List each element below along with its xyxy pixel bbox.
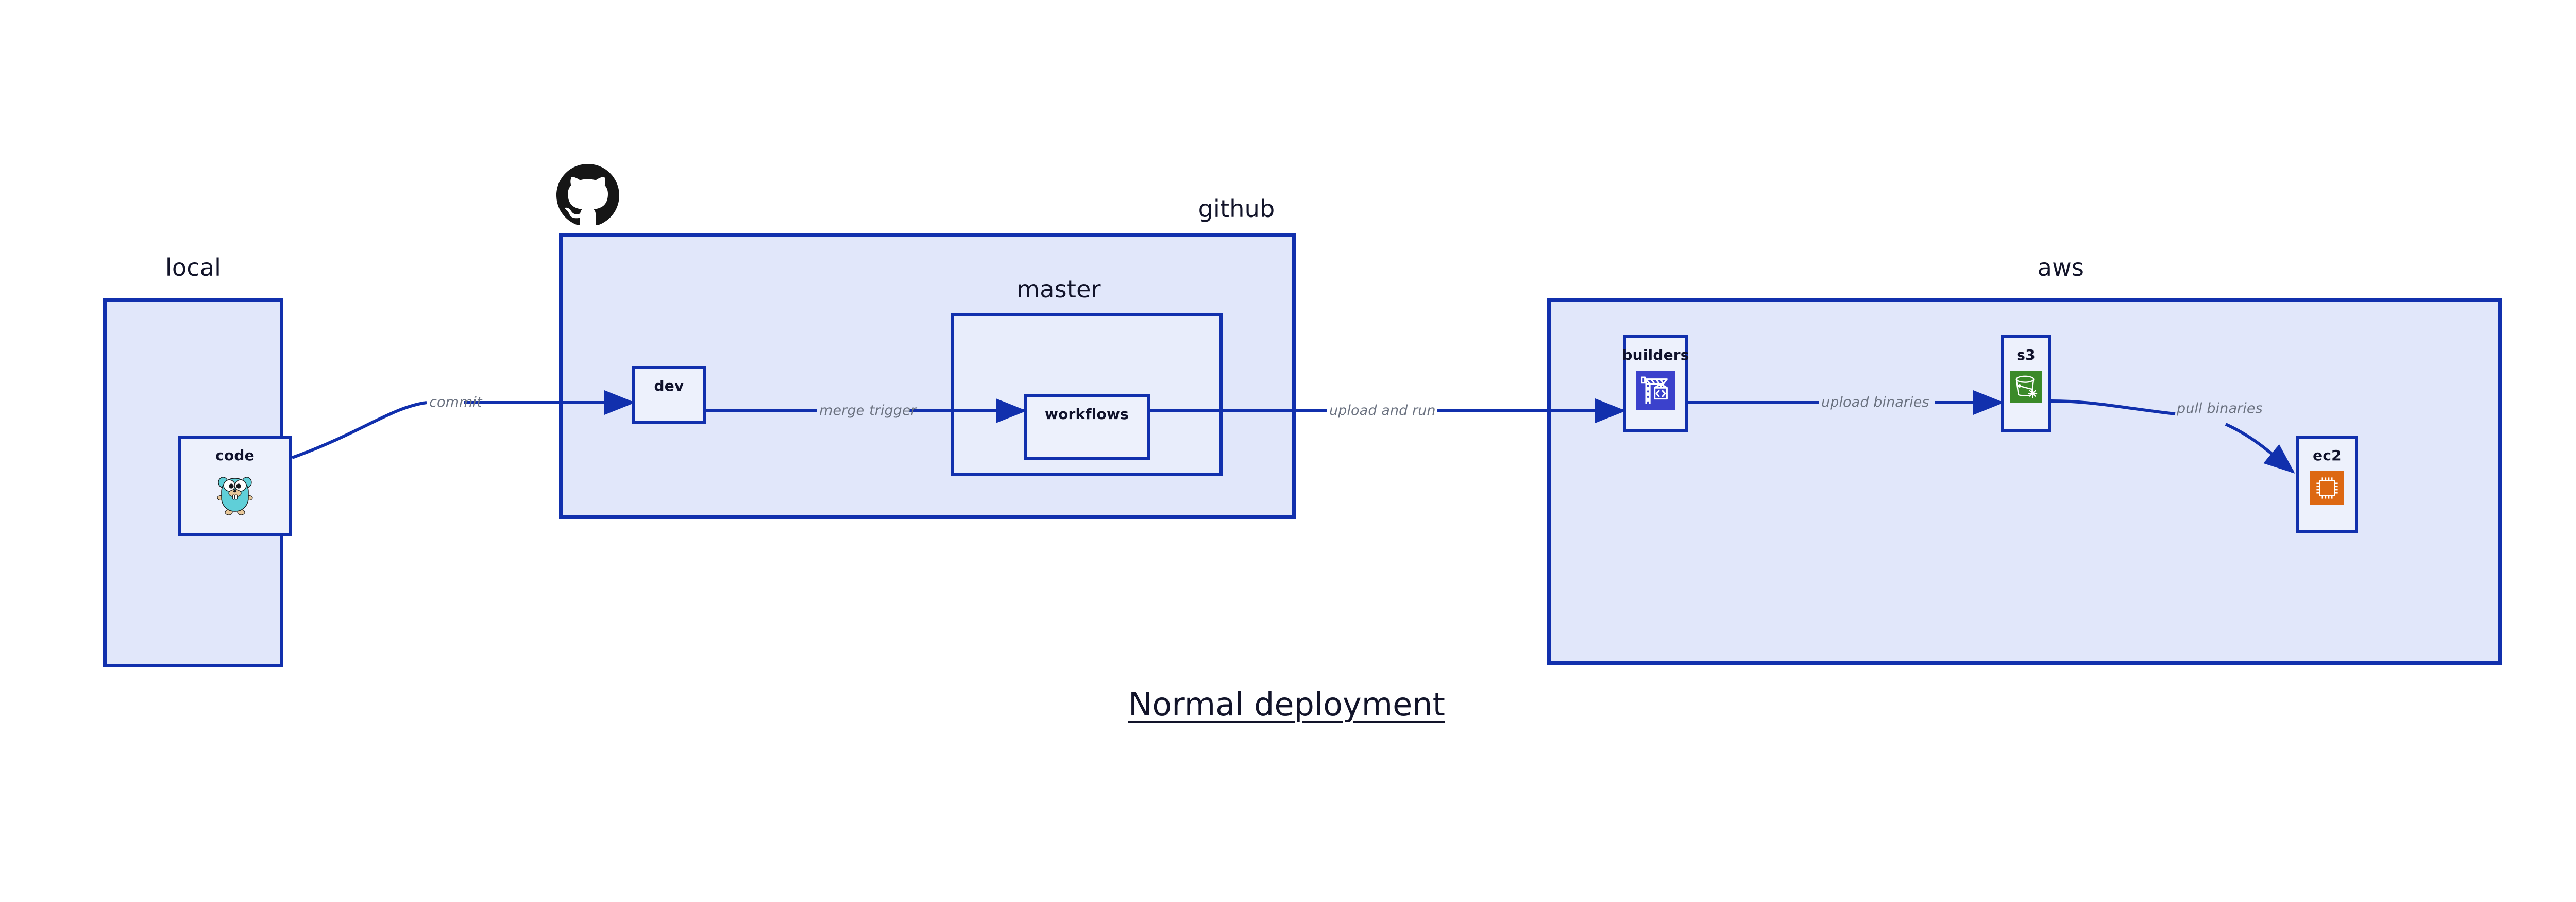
group-title-github: github <box>1198 195 1275 223</box>
node-code-label: code <box>215 447 255 464</box>
group-title-aws: aws <box>2037 254 2084 281</box>
node-builders-label: builders <box>1622 346 1689 363</box>
edge-label-upload-and-run: upload and run <box>1329 403 1436 419</box>
diagram-caption: Normal deployment <box>1128 686 1445 723</box>
node-dev-label: dev <box>654 377 684 394</box>
aws-s3-bucket-icon <box>2010 371 2042 403</box>
node-dev[interactable]: dev <box>632 366 706 424</box>
node-s3[interactable]: s3 <box>2001 335 2051 432</box>
node-s3-label: s3 <box>2016 346 2036 363</box>
edge-label-upload-binaries: upload binaries <box>1821 394 1929 410</box>
edge-commit <box>291 401 427 459</box>
node-builders[interactable]: builders <box>1622 335 1689 432</box>
edge-label-merge-trigger: merge trigger <box>819 403 917 419</box>
node-code[interactable]: code <box>178 436 292 536</box>
github-octocat-icon <box>556 164 619 227</box>
node-workflows-label: workflows <box>1045 406 1129 423</box>
group-title-master: master <box>1016 275 1101 303</box>
aws-codebuild-icon <box>1636 371 1675 410</box>
node-workflows[interactable]: workflows <box>1024 394 1150 460</box>
node-ec2-label: ec2 <box>2313 447 2342 464</box>
edge-label-commit: commit <box>429 394 482 410</box>
aws-ec2-chip-icon <box>2310 471 2344 505</box>
group-title-local: local <box>165 254 222 281</box>
edge-label-pull-binaries: pull binaries <box>2177 400 2263 416</box>
go-gopher-icon <box>216 471 253 515</box>
node-ec2[interactable]: ec2 <box>2296 436 2358 533</box>
